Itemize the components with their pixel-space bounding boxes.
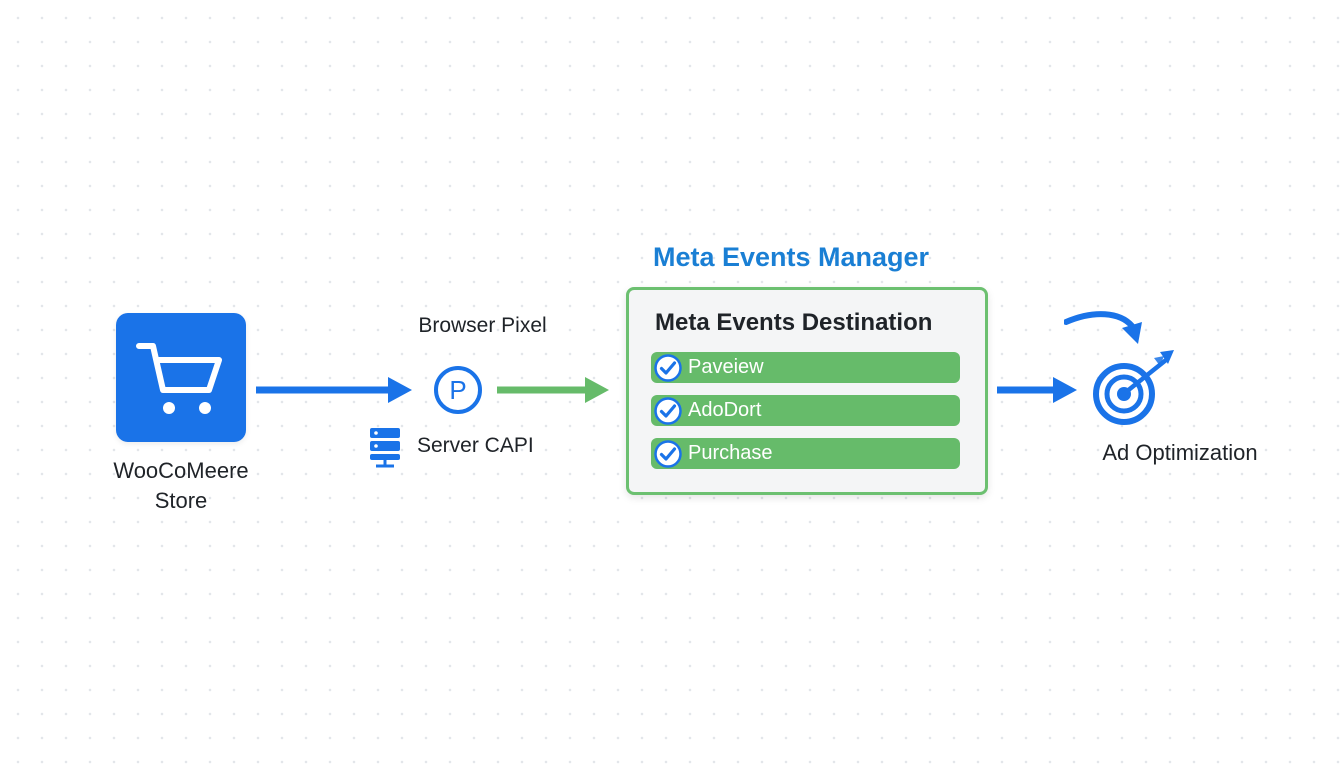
store-label-line2: Store	[154, 488, 208, 513]
event-row	[651, 395, 960, 426]
event-row	[651, 438, 960, 469]
arrow-manager-to-ad	[997, 377, 1077, 403]
browser-pixel-label: Browser Pixel	[418, 314, 547, 337]
event-label: Purchase	[688, 442, 773, 464]
pixel-letter: P	[449, 375, 466, 405]
check-circle-icon	[654, 397, 682, 425]
store-label: WooCoMeere Store	[90, 456, 272, 516]
check-circle-icon	[654, 440, 682, 468]
ad-optimization-label: Ad Optimization	[1102, 440, 1258, 465]
event-label: AdoDort	[688, 399, 762, 421]
store-label-line1: WooCoMeere	[113, 458, 249, 483]
destination-title: Meta Events Destination	[655, 309, 933, 336]
pixel-p-icon: P	[434, 366, 482, 414]
server-icon	[370, 428, 400, 468]
server-capi-label: Server CAPI	[417, 434, 534, 457]
check-circle-icon	[654, 354, 682, 382]
arrow-pixel-to-manager	[497, 377, 609, 403]
manager-title: Meta Events Manager	[652, 242, 930, 272]
target-arrow-icon	[1064, 311, 1174, 425]
shopping-cart-icon	[136, 342, 222, 414]
event-row	[651, 352, 960, 383]
arrow-store-to-pixel	[256, 377, 412, 403]
store-tile	[116, 313, 246, 442]
event-label: Paveiew	[688, 356, 764, 378]
